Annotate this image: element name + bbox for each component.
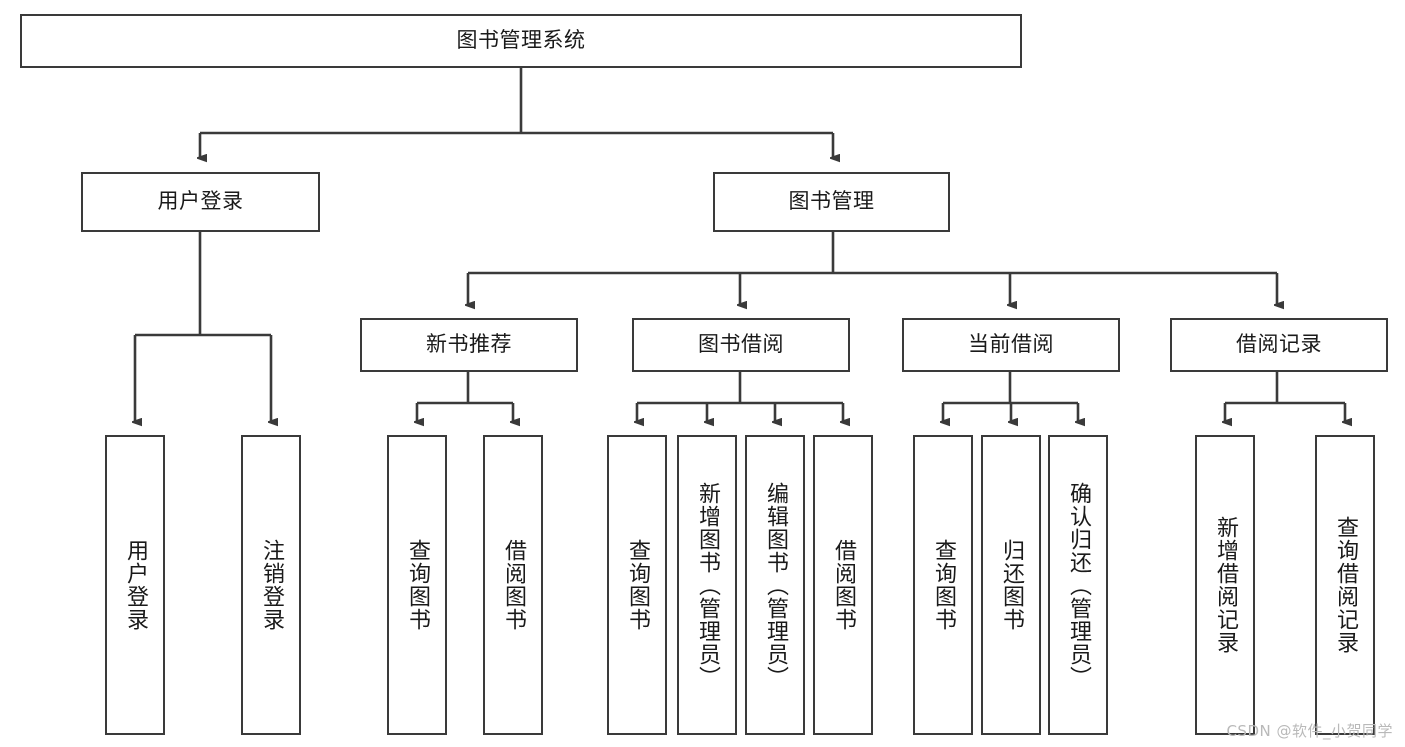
leaf-borrow-add-book-label: 新增图书（管理员）: [694, 481, 720, 689]
node-book-management-label: 图书管理: [788, 189, 875, 214]
edges-current-to-leaves: [943, 372, 1078, 422]
leaf-newbook-borrow-book-label: 借阅图书: [500, 539, 526, 631]
leaf-current-confirm-return-label: 确认归还（管理员）: [1065, 481, 1091, 689]
leaf-current-confirm-return[interactable]: 确认归还（管理员）: [1048, 435, 1108, 735]
node-new-book-recommend-label: 新书推荐: [426, 332, 512, 357]
leaf-user-login-label: 用户登录: [122, 539, 148, 631]
node-user-login-label: 用户登录: [157, 189, 244, 214]
node-book-management[interactable]: 图书管理: [713, 172, 950, 232]
node-borrow-record[interactable]: 借阅记录: [1170, 318, 1388, 372]
node-current-borrow[interactable]: 当前借阅: [902, 318, 1120, 372]
node-book-borrow[interactable]: 图书借阅: [632, 318, 850, 372]
leaf-record-add[interactable]: 新增借阅记录: [1195, 435, 1255, 735]
node-new-book-recommend[interactable]: 新书推荐: [360, 318, 578, 372]
edges-userlogin-to-leaves: [135, 232, 271, 422]
leaf-current-query-book[interactable]: 查询图书: [913, 435, 973, 735]
leaf-borrow-borrow-book-label: 借阅图书: [830, 539, 856, 631]
leaf-borrow-edit-book-label: 编辑图书（管理员）: [762, 481, 788, 689]
node-root-system[interactable]: 图书管理系统: [20, 14, 1022, 68]
leaf-newbook-query-book[interactable]: 查询图书: [387, 435, 447, 735]
leaf-logout-label: 注销登录: [258, 539, 284, 631]
leaf-newbook-query-book-label: 查询图书: [404, 539, 430, 631]
edges-bookmgmt-to-level3: [468, 232, 1277, 305]
leaf-record-add-label: 新增借阅记录: [1212, 516, 1238, 654]
node-root-system-label: 图书管理系统: [456, 28, 586, 53]
leaf-newbook-borrow-book[interactable]: 借阅图书: [483, 435, 543, 735]
edges-root-to-level2: [200, 68, 833, 158]
leaf-current-return-book-label: 归还图书: [998, 539, 1024, 631]
node-borrow-record-label: 借阅记录: [1236, 332, 1322, 357]
node-user-login[interactable]: 用户登录: [81, 172, 320, 232]
leaf-borrow-query-book[interactable]: 查询图书: [607, 435, 667, 735]
leaf-user-login[interactable]: 用户登录: [105, 435, 165, 735]
leaf-record-query-label: 查询借阅记录: [1332, 516, 1358, 654]
edges-record-to-leaves: [1225, 372, 1345, 422]
leaf-logout[interactable]: 注销登录: [241, 435, 301, 735]
leaf-borrow-query-book-label: 查询图书: [624, 539, 650, 631]
leaf-current-return-book[interactable]: 归还图书: [981, 435, 1041, 735]
leaf-record-query[interactable]: 查询借阅记录: [1315, 435, 1375, 735]
leaf-current-query-book-label: 查询图书: [930, 539, 956, 631]
edges-borrow-to-leaves: [637, 372, 843, 422]
node-current-borrow-label: 当前借阅: [968, 332, 1054, 357]
leaf-borrow-add-book[interactable]: 新增图书（管理员）: [677, 435, 737, 735]
node-book-borrow-label: 图书借阅: [698, 332, 784, 357]
edges-newbook-to-leaves: [417, 372, 513, 422]
leaf-borrow-borrow-book[interactable]: 借阅图书: [813, 435, 873, 735]
leaf-borrow-edit-book[interactable]: 编辑图书（管理员）: [745, 435, 805, 735]
